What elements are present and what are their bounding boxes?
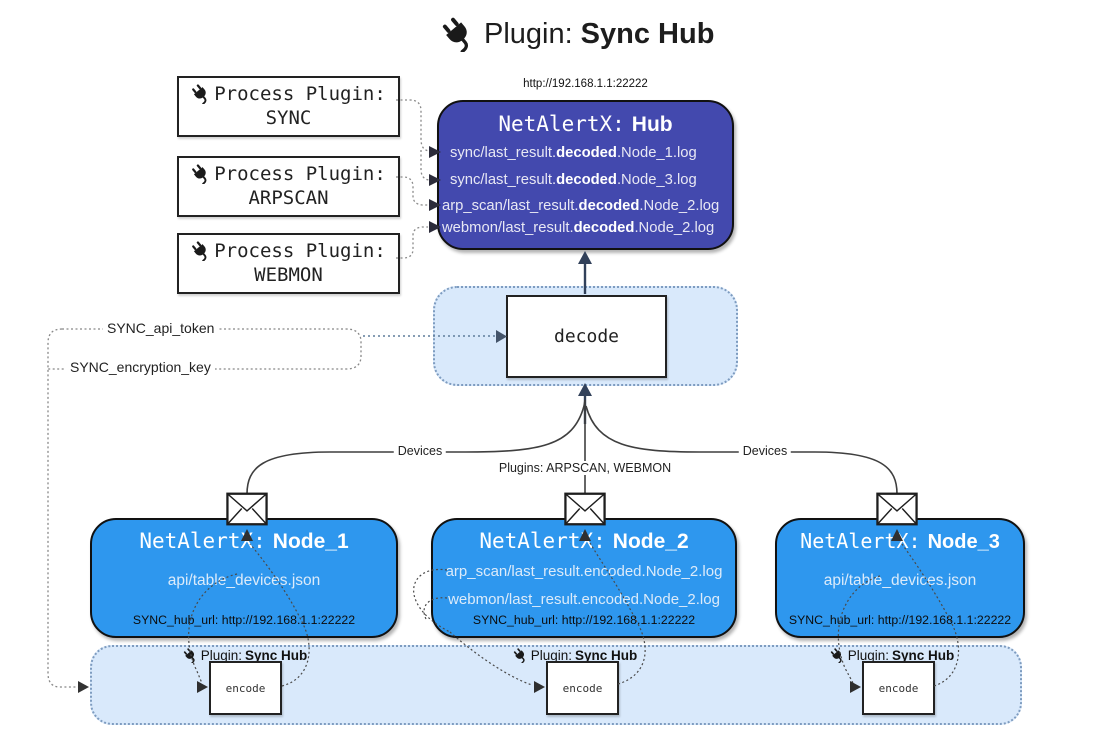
plug-icon (441, 17, 476, 52)
node-to-decode-curves (246, 399, 898, 495)
devices-edge-label-left: Devices (393, 444, 447, 458)
plug-icon (183, 648, 198, 663)
plug-icon (191, 164, 211, 184)
process-plugin-box-webmon: Process Plugin: WEBMON (177, 233, 400, 294)
node-file-line: api/table_devices.json (167, 572, 321, 589)
title-name: Sync Hub (580, 18, 715, 50)
hub-log-line: sync/last_result.decoded.Node_1.log (450, 145, 697, 161)
hub-box: NetAlertX: Hub sync/last_result.decoded.N… (437, 100, 734, 250)
process-plugin-name: WEBMON (254, 264, 323, 286)
encode-label: encode (878, 681, 919, 695)
encode-label: encode (225, 681, 266, 695)
hub-log-line: webmon/last_result.decoded.Node_2.log (442, 220, 715, 236)
node-title: NetAlertX:Node_2 (479, 529, 689, 553)
plug-icon (191, 84, 211, 104)
node-file-line: api/table_devices.json (823, 572, 977, 589)
sync-encryption-key-label: SYNC_encryption_key (66, 359, 215, 375)
process-plugin-label: Process Plugin: (214, 83, 386, 105)
plug-icon (191, 241, 211, 261)
encode-label: encode (562, 681, 603, 695)
encode-box-node-1: encode (209, 661, 282, 715)
node-file-line: webmon/last_result.encoded.Node_2.log (448, 591, 720, 608)
hub-title-name: Hub (631, 113, 673, 136)
decode-box: decode (506, 295, 667, 378)
node-box-node-3: NetAlertX:Node_3 api/table_devices.json … (775, 518, 1025, 638)
plug-icon (830, 648, 845, 663)
encode-box-node-3: encode (862, 661, 935, 715)
node-box-node-2: NetAlertX:Node_2 arp_scan/last_result.en… (431, 518, 737, 638)
process-plugin-box-arpscan: Process Plugin: ARPSCAN (177, 156, 400, 217)
process-plugin-label: Process Plugin: (214, 163, 386, 185)
node-hub-url: SYNC_hub_url: http://192.168.1.1:22222 (472, 613, 696, 627)
hub-url: http://192.168.1.1:22222 (523, 78, 648, 90)
hub-title: NetAlertX: Hub (439, 112, 732, 137)
devices-edge-label-right: Devices (738, 444, 792, 458)
node-title: NetAlertX:Node_1 (139, 529, 349, 553)
node-title: NetAlertX:Node_3 (800, 529, 1000, 553)
plugin-to-hub-connectors (396, 99, 430, 259)
encode-box-node-2: encode (546, 661, 619, 715)
hub-log-line: arp_scan/last_result.decoded.Node_2.log (442, 198, 720, 214)
plug-icon (513, 648, 528, 663)
sync-api-token-label: SYNC_api_token (103, 320, 219, 336)
band-in-arrow (78, 681, 89, 693)
hub-log-line: sync/last_result.decoded.Node_3.log (450, 172, 697, 188)
hub-title-prefix: NetAlertX: (498, 112, 625, 136)
plugins-edge-label: Plugins: ARPSCAN, WEBMON (494, 461, 676, 475)
process-plugin-box-sync: Process Plugin: SYNC (177, 76, 400, 137)
node-file-line: arp_scan/last_result.encoded.Node_2.log (445, 563, 723, 580)
node-box-node-1: NetAlertX:Node_1 api/table_devices.json … (90, 518, 398, 638)
node-hub-url: SYNC_hub_url: http://192.168.1.1:22222 (788, 613, 1012, 627)
page-title: Plugin: Sync Hub (441, 17, 714, 52)
node-hub-url: SYNC_hub_url: http://192.168.1.1:22222 (132, 613, 356, 627)
process-plugin-name: ARPSCAN (248, 187, 329, 209)
decode-to-hub-arrow (578, 251, 592, 264)
title-prefix: Plugin: (484, 18, 573, 50)
process-plugin-label: Process Plugin: (214, 240, 386, 262)
decode-label: decode (553, 326, 620, 347)
process-plugin-name: SYNC (265, 107, 312, 129)
